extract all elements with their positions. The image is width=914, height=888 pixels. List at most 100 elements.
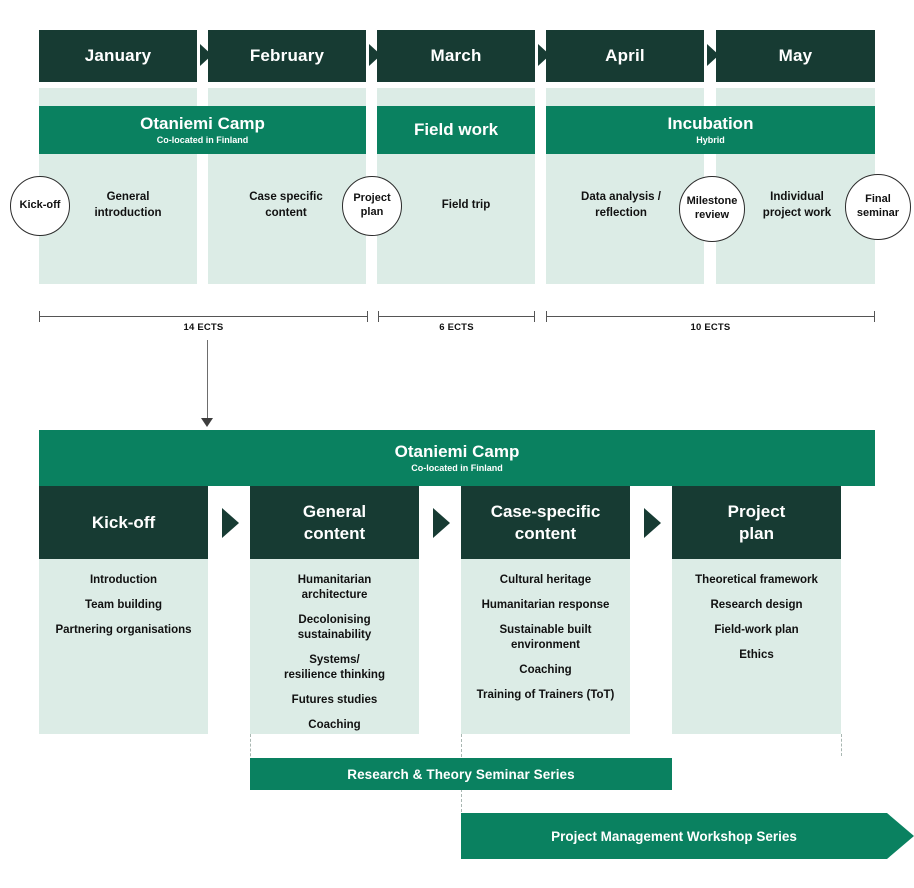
ects-cap-left bbox=[546, 311, 547, 322]
list-item: Ethics bbox=[739, 648, 774, 661]
list-item: Cultural heritage bbox=[499, 574, 592, 586]
month-box-february: February bbox=[208, 30, 366, 82]
guide-line-middle bbox=[461, 734, 462, 852]
milestone-text: Kick-off bbox=[19, 199, 61, 212]
stage-title: Kick-off bbox=[91, 512, 156, 532]
ects-label: 14 ECTS bbox=[183, 322, 224, 333]
list-item: Team building bbox=[84, 598, 163, 611]
list-item: Systems/resilience thinking bbox=[284, 653, 385, 681]
ects-rule bbox=[546, 316, 875, 317]
milestone-kick-off: Kick-off bbox=[10, 176, 70, 236]
list-item: Humanitarian response bbox=[481, 598, 610, 611]
stage-column-kick-off: Introduction Team building Partnering or… bbox=[39, 559, 208, 734]
stage-chevron-icon-1 bbox=[222, 508, 239, 538]
phase-subtitle: Co-located in Finland bbox=[156, 134, 249, 145]
list-item: Theoretical framework bbox=[695, 574, 818, 586]
detail-header-otaniemi-camp: Otaniemi Camp Co-located in Finland bbox=[39, 430, 875, 486]
task-label-data-analysis-reflection: Data analysis /reflection bbox=[559, 186, 683, 226]
stage-column-project-plan: Theoretical framework Research design Fi… bbox=[672, 559, 841, 734]
phase-title: Field work bbox=[413, 120, 499, 140]
phase-band-otaniemi-camp: Otaniemi Camp Co-located in Finland bbox=[39, 106, 366, 154]
month-label: January bbox=[84, 46, 152, 65]
ects-bar-6: 6 ECTS bbox=[378, 308, 535, 338]
list-item: Field-work plan bbox=[714, 623, 799, 636]
ects-cap-left bbox=[378, 311, 379, 322]
ects-rule bbox=[378, 316, 535, 317]
stage-column-case-specific-content: Cultural heritage Humanitarian response … bbox=[461, 559, 630, 734]
series-bar-project-management-workshop: Project Management Workshop Series bbox=[461, 813, 914, 859]
phase-subtitle: Hybrid bbox=[696, 134, 725, 145]
stage-chevron-icon-3 bbox=[644, 508, 661, 538]
list-item: Training of Trainers (ToT) bbox=[476, 688, 615, 701]
list-item: Introduction bbox=[89, 574, 158, 586]
phase-title: Incubation bbox=[667, 113, 754, 133]
list-item: Coaching bbox=[519, 663, 572, 676]
series-bar-research-theory-seminar: Research & Theory Seminar Series bbox=[250, 758, 672, 790]
month-box-january: January bbox=[39, 30, 197, 82]
series-label: Project Management Workshop Series bbox=[551, 828, 797, 844]
list-item: Futures studies bbox=[291, 693, 378, 706]
list-item: Research design bbox=[710, 598, 803, 611]
connector-arrow-icon bbox=[201, 418, 213, 427]
ects-cap-right bbox=[534, 311, 535, 322]
ects-cap-right bbox=[367, 311, 368, 322]
task-label-field-trip: Field trip bbox=[405, 186, 527, 226]
phase-band-incubation: Incubation Hybrid bbox=[546, 106, 875, 154]
detail-header-title: Otaniemi Camp bbox=[394, 441, 520, 461]
list-item: Coaching bbox=[308, 718, 361, 731]
month-box-march: March bbox=[377, 30, 535, 82]
task-text: Field trip bbox=[441, 199, 491, 212]
connector-line bbox=[207, 340, 209, 420]
month-box-may: May bbox=[716, 30, 875, 82]
month-label: March bbox=[430, 46, 482, 65]
month-label: April bbox=[605, 46, 645, 65]
month-label: May bbox=[778, 46, 813, 65]
guide-line-right bbox=[841, 734, 842, 756]
stage-box-kick-off: Kick-off bbox=[39, 486, 208, 559]
phase-band-field-work: Field work bbox=[377, 106, 535, 154]
detail-header-subtitle: Co-located in Finland bbox=[411, 462, 503, 473]
list-item: Partnering organisations bbox=[55, 623, 192, 636]
ects-rule bbox=[39, 316, 368, 317]
stage-item-list: Introduction Team building Partnering or… bbox=[39, 573, 208, 638]
ects-label: 6 ECTS bbox=[439, 322, 474, 333]
phase-title: Otaniemi Camp bbox=[140, 113, 265, 133]
ects-bar-14: 14 ECTS bbox=[39, 308, 368, 338]
ects-label: 10 ECTS bbox=[690, 322, 731, 333]
series-bar-body: Project Management Workshop Series bbox=[461, 813, 887, 859]
month-box-april: April bbox=[546, 30, 704, 82]
stage-item-list: Cultural heritage Humanitarian response … bbox=[461, 573, 630, 703]
ects-cap-left bbox=[39, 311, 40, 322]
task-text: Data analysis /reflection bbox=[581, 191, 661, 219]
series-arrow-icon bbox=[887, 813, 914, 859]
stage-item-list: Theoretical framework Research design Fi… bbox=[672, 573, 841, 663]
month-label: February bbox=[249, 46, 325, 65]
ects-bar-10: 10 ECTS bbox=[546, 308, 875, 338]
series-label: Research & Theory Seminar Series bbox=[347, 766, 575, 782]
ects-cap-right bbox=[874, 311, 875, 322]
stage-chevron-icon-2 bbox=[433, 508, 450, 538]
